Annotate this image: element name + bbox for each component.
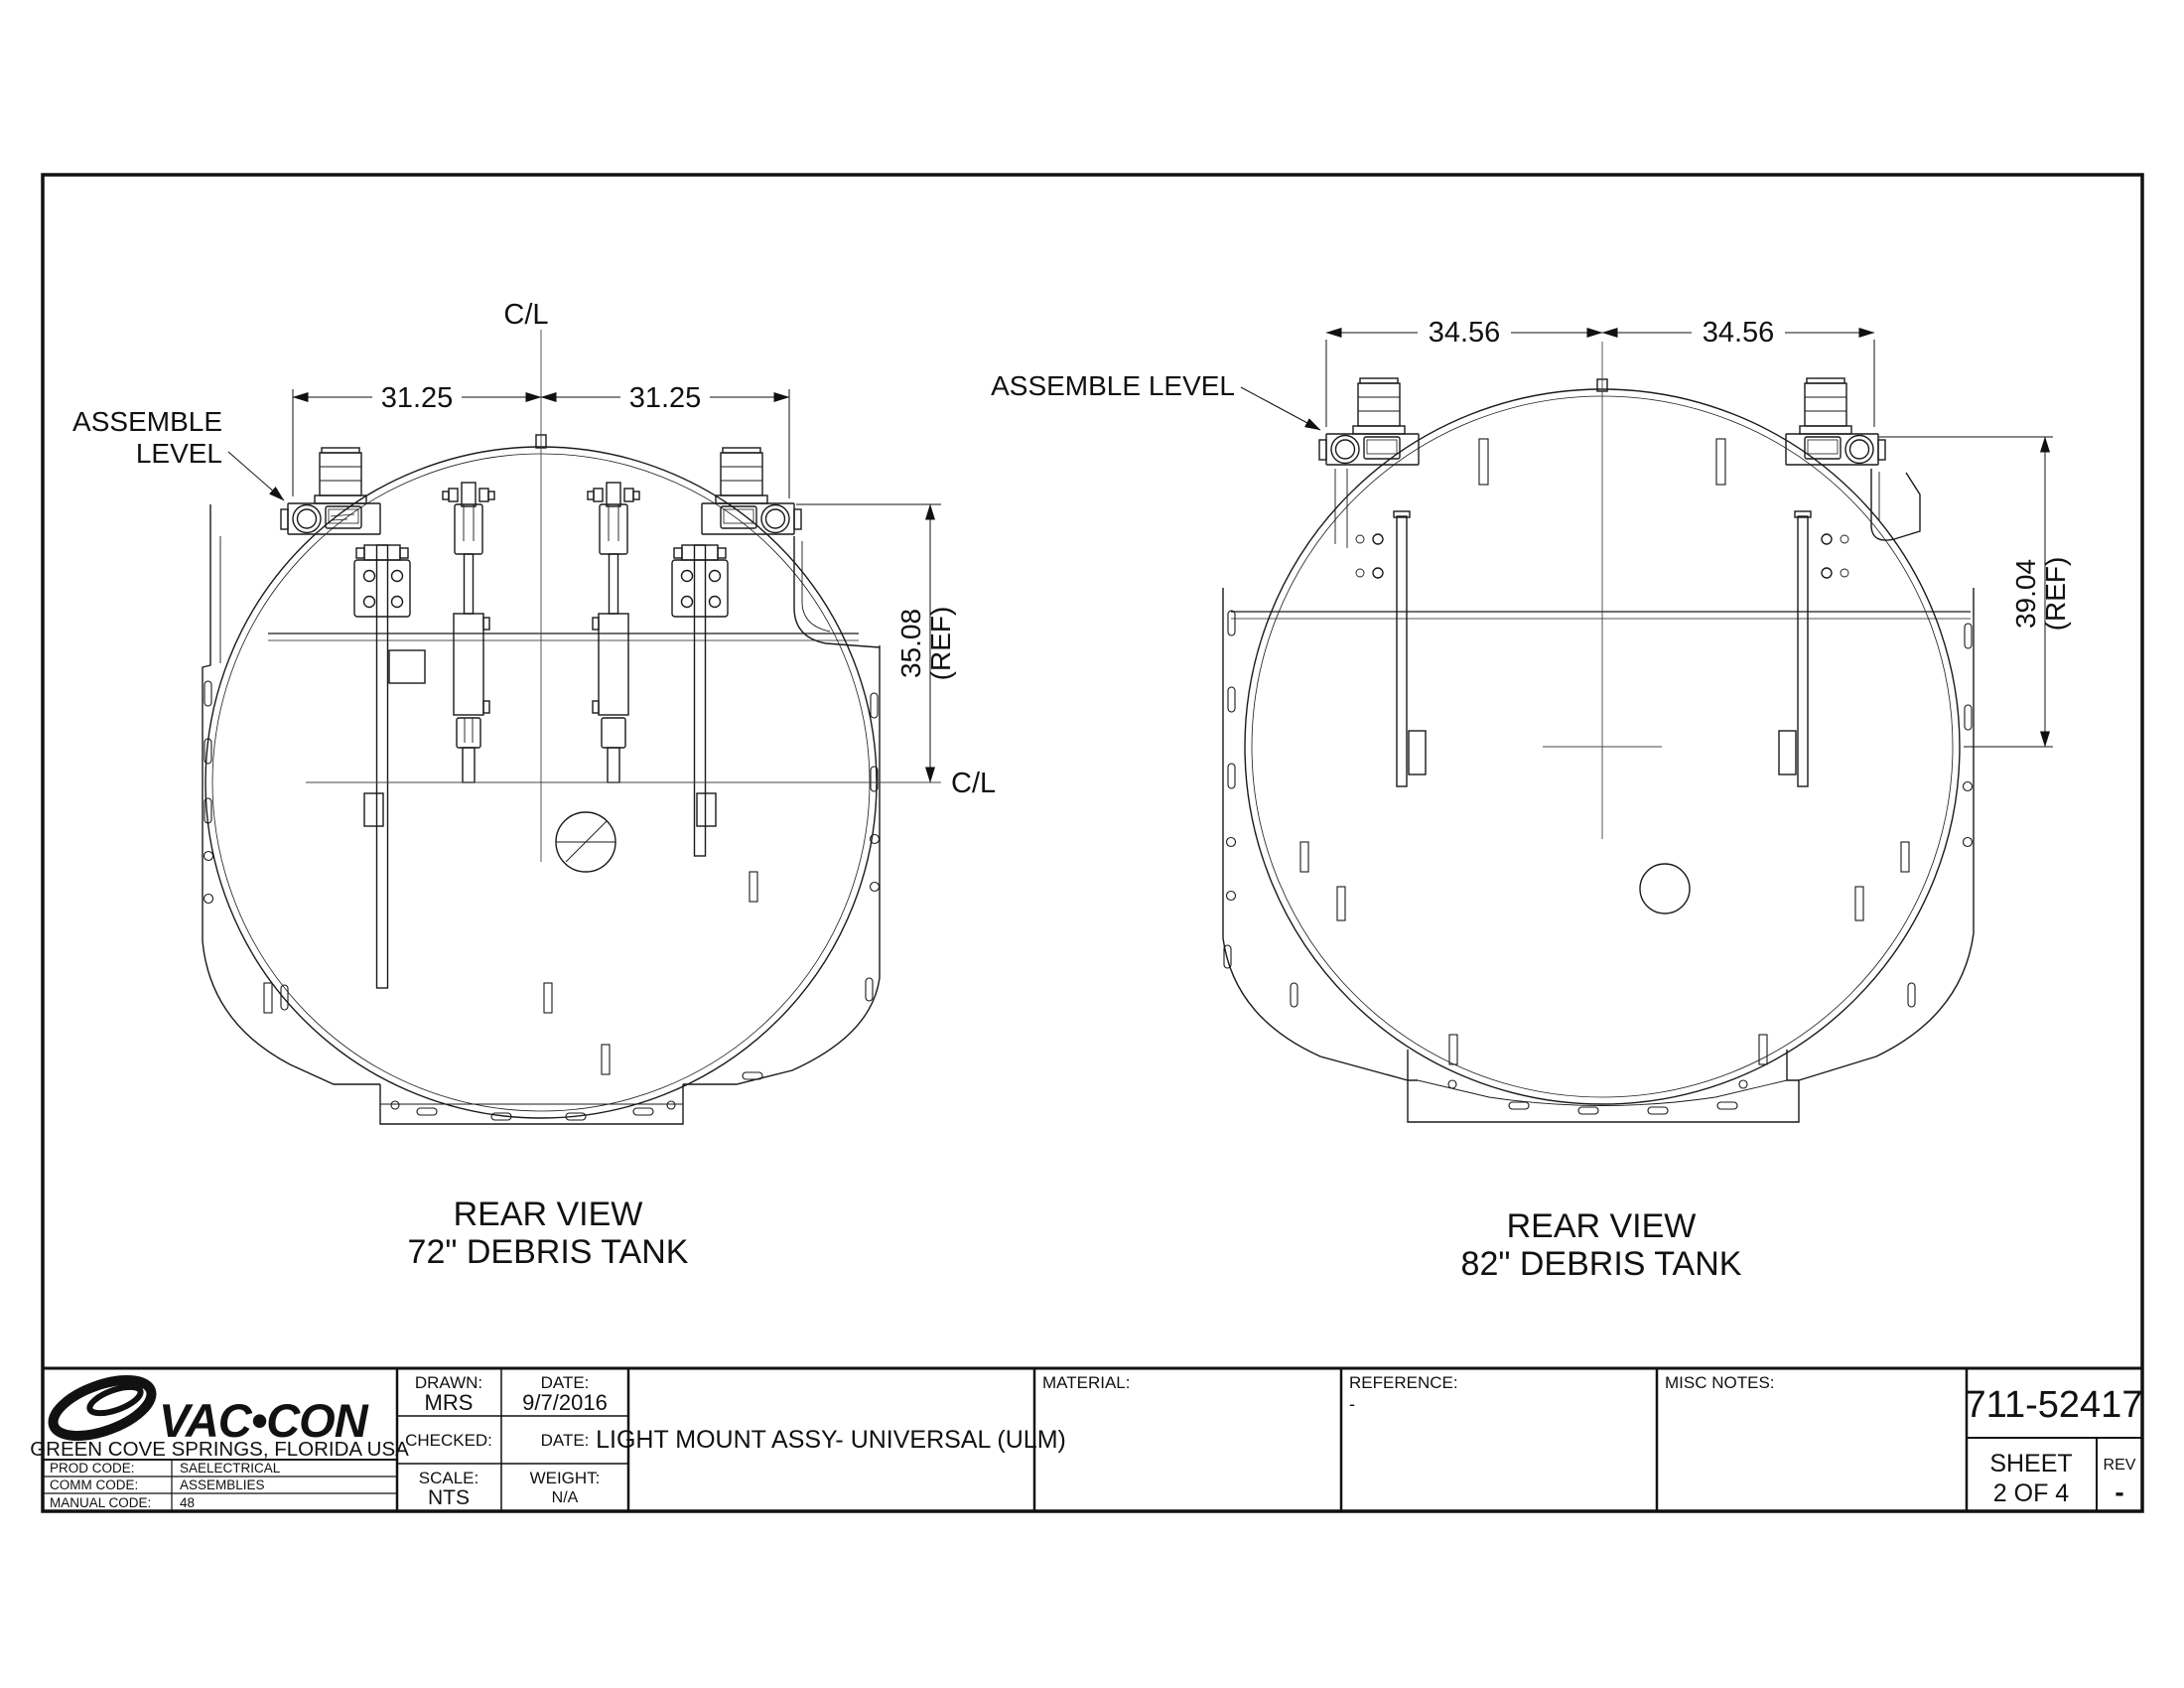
company-location: GREEN COVE SPRINGS, FLORIDA USA [30,1438,409,1461]
mount-plate [1222,469,1975,1123]
hinge-strap-right [671,544,729,857]
vaccon-logo: VAC•CON [48,1375,370,1447]
drawing-number: 711-52417 [1966,1384,2143,1426]
logo-swoosh-icon [48,1375,157,1441]
hinge-strap-left [353,544,426,989]
manual-code-value: 48 [180,1495,195,1510]
light-mount-left [280,447,381,535]
material-label: MATERIAL: [1042,1373,1130,1392]
right-view-title-line1: REAR VIEW [1507,1207,1697,1245]
prod-code-value: SAELECTRICAL [180,1461,281,1476]
right-view-82in-tank [1222,342,1975,1123]
reference-value: - [1349,1394,1355,1414]
turnbuckle-right [587,482,640,783]
channel-bar-right [1778,510,1849,787]
weight-label: WEIGHT: [530,1469,601,1487]
manual-code-label: MANUAL CODE: [50,1495,151,1510]
comm-code-label: COMM CODE: [50,1477,138,1492]
right-dim-right-label: 34.56 [1703,317,1775,349]
sheet-value: 2 OF 4 [1993,1479,2070,1507]
right-view-title-line2: 82" DEBRIS TANK [1461,1245,1742,1283]
scale-value: NTS [428,1486,470,1509]
weight-value: N/A [552,1489,579,1506]
checked-date-label: DATE: [541,1431,590,1450]
turnbuckle-left [442,482,495,783]
drawing-title: LIGHT MOUNT ASSY- UNIVERSAL (ULM) [596,1426,1066,1454]
rev-value: - [2115,1477,2123,1507]
plate-slots [1223,438,1974,1115]
misc-notes-label: MISC NOTES: [1665,1373,1775,1392]
left-assemble-level-line2: LEVEL [136,438,222,469]
left-dim-height-label: 35.08 [895,609,926,678]
right-dim-left-label: 34.56 [1429,317,1501,349]
checked-label: CHECKED: [405,1431,492,1450]
scale-label: SCALE: [419,1469,478,1487]
drain-hole [555,811,616,873]
right-dim-height-label: 39.04 [2010,559,2041,629]
logo-swoosh-inner-icon [86,1383,144,1417]
drain-hole [1639,863,1691,914]
rev-label: REV [2104,1457,2136,1474]
left-dim-right-label: 31.25 [629,382,702,414]
light-mount-right [701,447,802,535]
light-mount-left [1318,377,1420,466]
centerlines [306,330,941,862]
left-dim-height-ref-label: (REF) [925,607,956,681]
left-cl-side-label: C/L [951,768,996,799]
prod-code-label: PROD CODE: [50,1461,135,1476]
plate-slots [203,680,881,1121]
drawn-date-value: 9/7/2016 [522,1390,608,1415]
mount-plate [202,504,881,1125]
light-mount-right [1785,377,1886,466]
left-view-title-line1: REAR VIEW [454,1196,643,1233]
left-cl-top-label: C/L [503,299,548,331]
reference-label: REFERENCE: [1349,1373,1458,1392]
centerlines [1543,342,1662,839]
level-bar [268,633,859,641]
left-assemble-level-line1: ASSEMBLE [72,406,222,437]
comm-code-value: ASSEMBLIES [180,1477,265,1492]
left-view-72in-tank [202,330,941,1125]
left-view-title-line2: 72" DEBRIS TANK [408,1233,689,1271]
title-block [43,1366,2142,1511]
drawn-date-label: DATE: [541,1373,590,1392]
drawn-value: MRS [425,1390,474,1415]
channel-bar-left [1355,510,1427,787]
right-dim-height-ref-label: (REF) [2040,557,2071,632]
left-dim-left-label: 31.25 [381,382,454,414]
left-view-dimensions [227,381,941,783]
sheet-border [41,173,2144,1513]
logo-text: VAC•CON [159,1394,369,1447]
sheet-label: SHEET [1989,1450,2072,1477]
right-view-dimensions [1240,317,2053,748]
level-bar [1231,611,1971,620]
right-assemble-level-label: ASSEMBLE LEVEL [991,370,1235,401]
drawn-label: DRAWN: [415,1373,482,1392]
